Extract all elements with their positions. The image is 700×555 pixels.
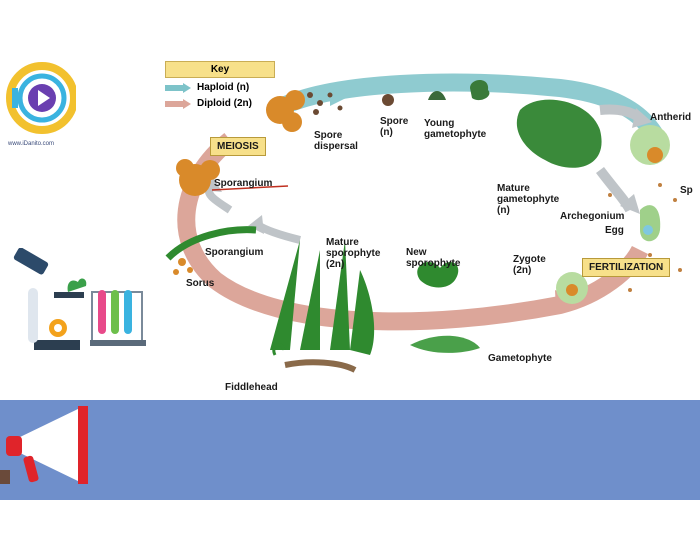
spore-dots [307,92,394,115]
haploid-arrow [330,85,352,106]
sorus-label: Sorus [186,278,215,289]
sporangium-leaf-label: Sporangium [205,247,264,258]
egg-label: Egg [605,225,624,236]
megaphone-icon [0,406,88,484]
sporangium-top-label: Sporangium [214,178,273,189]
mature-sporophyte [270,240,375,355]
key-title: Key [165,61,275,78]
fertilization-label: FERTILIZATION [582,258,671,277]
new-sporophyte [417,261,459,288]
young-gametophyte [428,91,446,100]
archegonium-label: Archegonium [560,211,625,222]
sporangium-cluster [176,159,220,196]
key-haploid: Haploid (n) [165,82,249,93]
fiddlehead-icon [272,343,286,356]
key-diploid-label: Diploid (2n) [197,98,252,109]
gametophyte-label: Gametophyte [488,353,552,364]
key-haploid-label: Haploid (n) [197,82,250,93]
lab-illustration [8,247,148,358]
logo-icon [6,62,78,134]
bottom-banner [0,400,700,500]
sporangium-top [266,90,305,132]
logo-text: www.iDanito.com [8,141,55,147]
test-tubes-icon [90,290,146,346]
archegonium [640,205,661,242]
spore-label: Spore(n) [380,116,409,138]
zygote-label: Zygote(2n) [513,254,546,276]
sorus-leaf [165,226,257,261]
sperm-label: Sp [680,185,693,196]
antheridium-label: Antherid [650,112,692,123]
fern-life-cycle-diagram [165,73,682,373]
microscope-icon [13,247,87,350]
logo [4,62,78,142]
key-diploid: Diploid (2n) [165,98,252,109]
meiosis-label: MEIOSIS [210,137,266,156]
mature-gametophyte [516,99,602,168]
fiddlehead-label: Fiddlehead [225,382,278,393]
